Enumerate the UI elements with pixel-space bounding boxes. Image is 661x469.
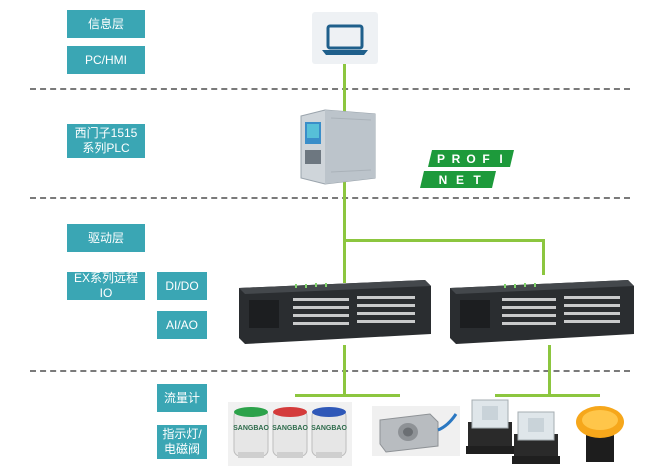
profinet-letter: N — [439, 173, 448, 187]
plc-icon — [300, 109, 376, 185]
drive-layer-label: 驱动层 — [67, 224, 145, 252]
profinet-letter: T — [473, 173, 481, 187]
sensor-brand-text: SANGBAO — [272, 425, 308, 432]
flow-meter-bus — [295, 394, 400, 397]
profinet-letter: F — [482, 152, 489, 166]
profinet-letter: R — [452, 152, 461, 166]
remote-io-module-2-icon — [450, 280, 634, 344]
di-do-label: DI/DO — [157, 272, 207, 300]
profinet-letter: I — [499, 152, 502, 166]
indicator-valve-label: 指示灯/电磁阀 — [157, 425, 207, 459]
io2-field-wire — [548, 345, 551, 397]
ai-ao-label: AI/AO — [157, 311, 207, 339]
laptop-icon — [312, 12, 378, 64]
flow-meter-label: 流量计 — [157, 384, 207, 412]
io1-field-wire — [343, 345, 346, 397]
relay-icon-1 — [466, 399, 514, 454]
profinet-letter: P — [437, 152, 445, 166]
layer-divider-2 — [30, 197, 630, 199]
pc-hmi-label: PC/HMI — [67, 46, 145, 74]
ex-remote-io-label: EX系列远程IO — [67, 271, 145, 300]
indicator-lamp-icon — [576, 406, 624, 462]
gas-sensors-icon: SANGBAO SANGBAO SANGBAO — [228, 402, 352, 466]
layer-divider-1 — [30, 88, 630, 90]
info-layer-label: 信息层 — [67, 10, 145, 38]
profinet-letter: O — [466, 152, 475, 166]
profinet-logo: P R O F I N E T — [418, 150, 514, 190]
sensor-brand-text: SANGBAO — [233, 425, 269, 432]
indicator-bus — [495, 394, 600, 397]
sensor-brand-text: SANGBAO — [311, 425, 347, 432]
laptop-plc-wire — [343, 62, 346, 112]
plc-bus-wire — [343, 180, 346, 283]
relay-icon-2 — [512, 411, 560, 464]
remote-io-module-1-icon — [239, 280, 431, 344]
io-bus-horizontal — [343, 239, 545, 242]
layer-divider-3 — [30, 370, 630, 372]
io2-drop-wire — [542, 239, 545, 275]
plc-label: 西门子1515系列PLC — [67, 124, 145, 158]
flow-meter-icon — [372, 406, 460, 456]
profinet-letter: E — [456, 173, 464, 187]
